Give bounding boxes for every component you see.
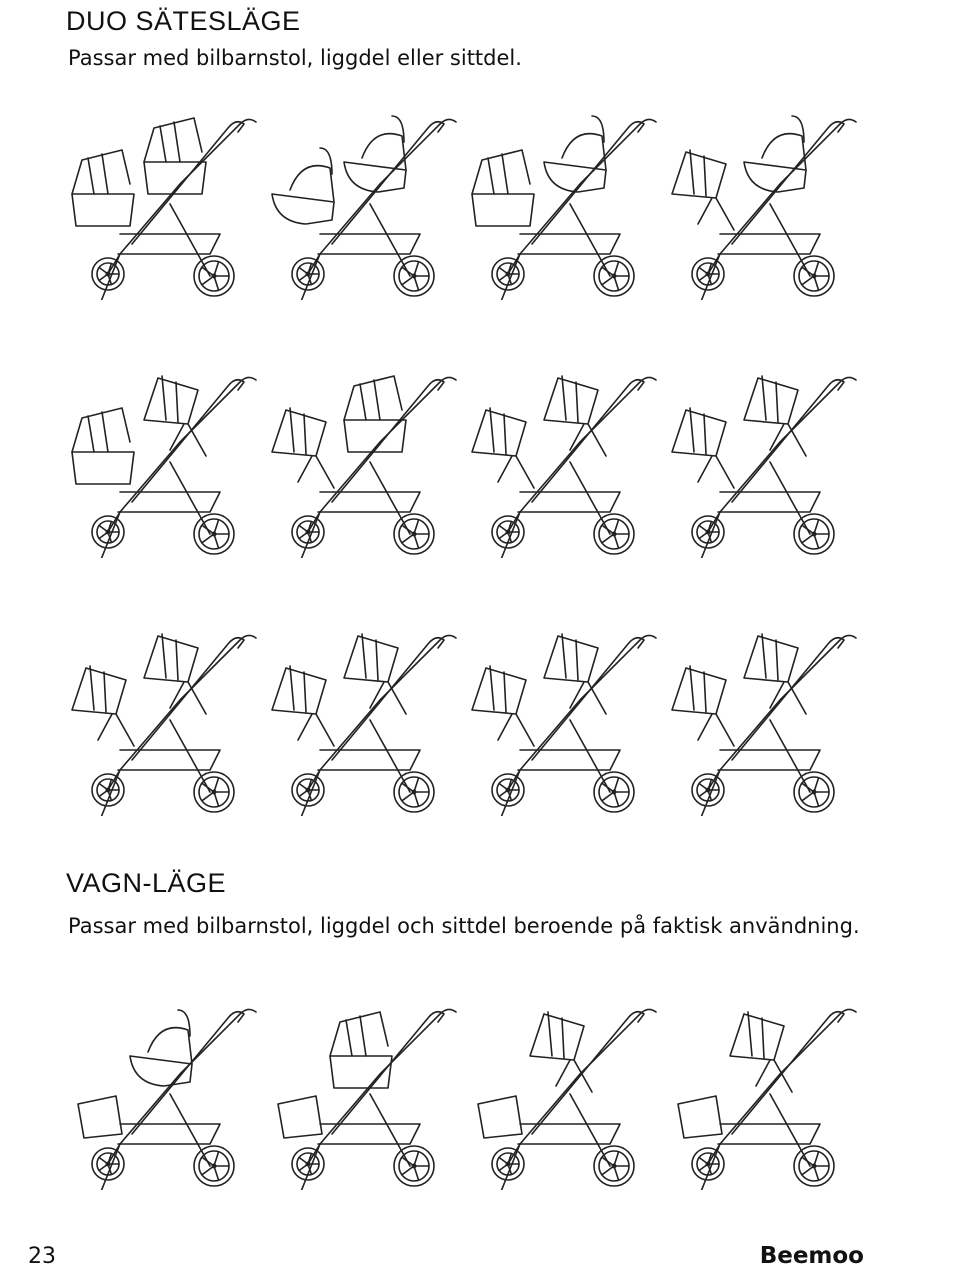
stroller-illustration	[460, 620, 660, 816]
section-title-vagn: VAGN-LÄGE	[66, 868, 227, 898]
stroller-illustration	[260, 994, 460, 1190]
section-title-duo: DUO SÄTESLÄGE	[66, 6, 301, 36]
stroller-illustration	[60, 620, 260, 816]
page-number: 23	[28, 1244, 56, 1269]
stroller-illustration	[60, 994, 260, 1190]
stroller-grid-vagn	[60, 994, 880, 1190]
stroller-illustration	[260, 620, 460, 816]
brand-logo: Beemoo	[759, 1243, 864, 1269]
section-description-vagn: Passar med bilbarnstol, liggdel och sitt…	[68, 914, 860, 938]
stroller-illustration	[660, 620, 860, 816]
stroller-grid-duo	[60, 104, 880, 816]
stroller-illustration	[460, 362, 660, 558]
stroller-illustration	[60, 104, 260, 300]
stroller-illustration	[260, 104, 460, 300]
stroller-illustration	[460, 104, 660, 300]
stroller-illustration	[660, 994, 860, 1190]
stroller-illustration	[260, 362, 460, 558]
stroller-illustration	[660, 104, 860, 300]
section-description-duo: Passar med bilbarnstol, liggdel eller si…	[68, 46, 522, 70]
stroller-illustration	[60, 362, 260, 558]
stroller-illustration	[460, 994, 660, 1190]
stroller-illustration	[660, 362, 860, 558]
